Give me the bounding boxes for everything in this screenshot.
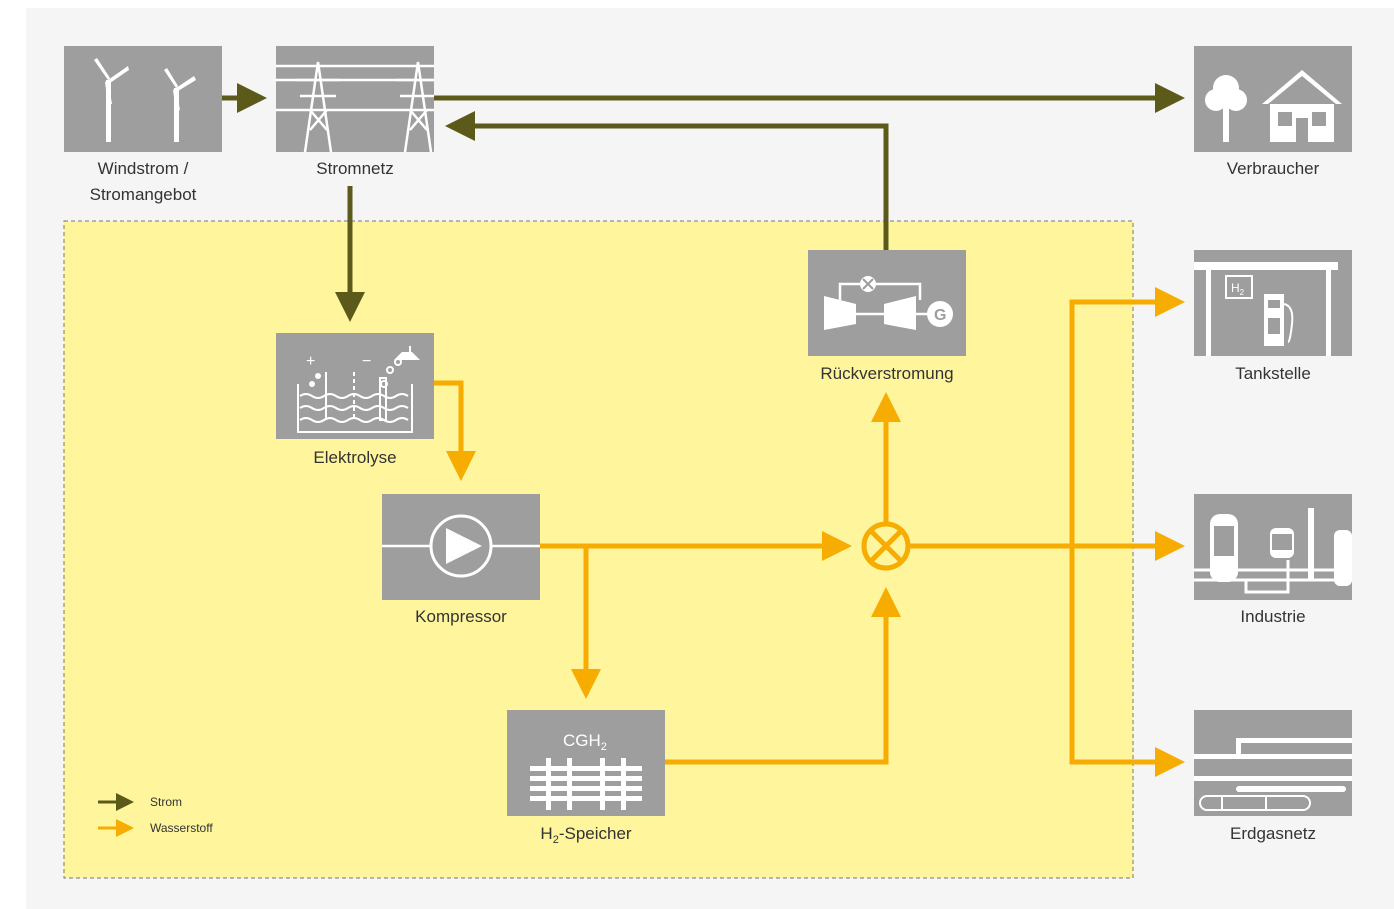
gas-pipelines-icon: [1194, 738, 1352, 811]
h2-flows: [434, 287, 1185, 777]
speicher-label-main: H: [540, 824, 553, 843]
plus-sign: +: [306, 353, 315, 370]
stromnetz-label: Stromnetz: [316, 159, 394, 178]
legend: [98, 793, 134, 837]
stromnetz-node: [276, 46, 434, 153]
legend-wasserstoff-label: Wasserstoff: [150, 821, 213, 835]
windstrom-label-line2: Stromangebot: [89, 185, 197, 204]
windstrom-label-line1: Windstrom /: [97, 159, 189, 178]
tree-house-icon: [1205, 70, 1342, 142]
verbraucher-node: [1194, 46, 1352, 152]
industrie-label: Industrie: [1240, 607, 1306, 626]
kompressor-node: [382, 494, 540, 600]
rueckverstromung-node: G: [808, 250, 966, 356]
elektrolyse-node: + −: [276, 333, 434, 439]
erdgasnetz-node: [1194, 710, 1352, 816]
flow-storage-to-mixer: [665, 587, 901, 765]
elektrolyse-label: Elektrolyse: [313, 448, 397, 467]
legend-strom-label: Strom: [150, 795, 183, 809]
kompressor-label: Kompressor: [415, 607, 507, 626]
electrolysis-tank-icon: [297, 346, 413, 433]
strom-flows: [222, 83, 1185, 322]
shower-icon: [394, 352, 420, 360]
wind-turbines-icon: [94, 58, 196, 142]
cgh2-title: CGH2: [563, 731, 607, 753]
speicher-label-rest: -Speicher: [558, 824, 632, 843]
speicher-node: CGH2: [507, 710, 665, 816]
tankstelle-label: Tankstelle: [1235, 364, 1311, 383]
tankstelle-node: H2: [1194, 250, 1352, 356]
fuel-station-icon: [1194, 262, 1338, 356]
rueckverstromung-label: Rückverstromung: [820, 364, 954, 383]
speicher-label: H2-Speicher: [540, 821, 631, 853]
power-pylons-icon: [276, 61, 434, 153]
compressor-pump-icon: [382, 514, 540, 578]
flow-electrolysis-to-compressor: [434, 380, 476, 481]
erdgasnetz-label: Erdgasnetz: [1230, 824, 1316, 843]
verbraucher-label: Verbraucher: [1226, 159, 1320, 178]
windstrom-node: [64, 46, 222, 152]
flow-reconversion-to-grid: [445, 111, 889, 250]
generator-letter: G: [934, 307, 946, 324]
mixer-node: [861, 521, 911, 571]
industrial-tanks-icon: [1194, 508, 1352, 594]
speicher-label-sub: 2: [552, 834, 559, 846]
windstrom-label: Windstrom / Stromangebot: [90, 156, 197, 208]
minus-sign: −: [362, 353, 371, 370]
gas-cylinders-icon: [530, 758, 642, 810]
industrie-node: [1194, 494, 1352, 600]
fuel-sign-text: H2: [1231, 281, 1245, 297]
turbine-generator-icon: G: [824, 276, 953, 330]
